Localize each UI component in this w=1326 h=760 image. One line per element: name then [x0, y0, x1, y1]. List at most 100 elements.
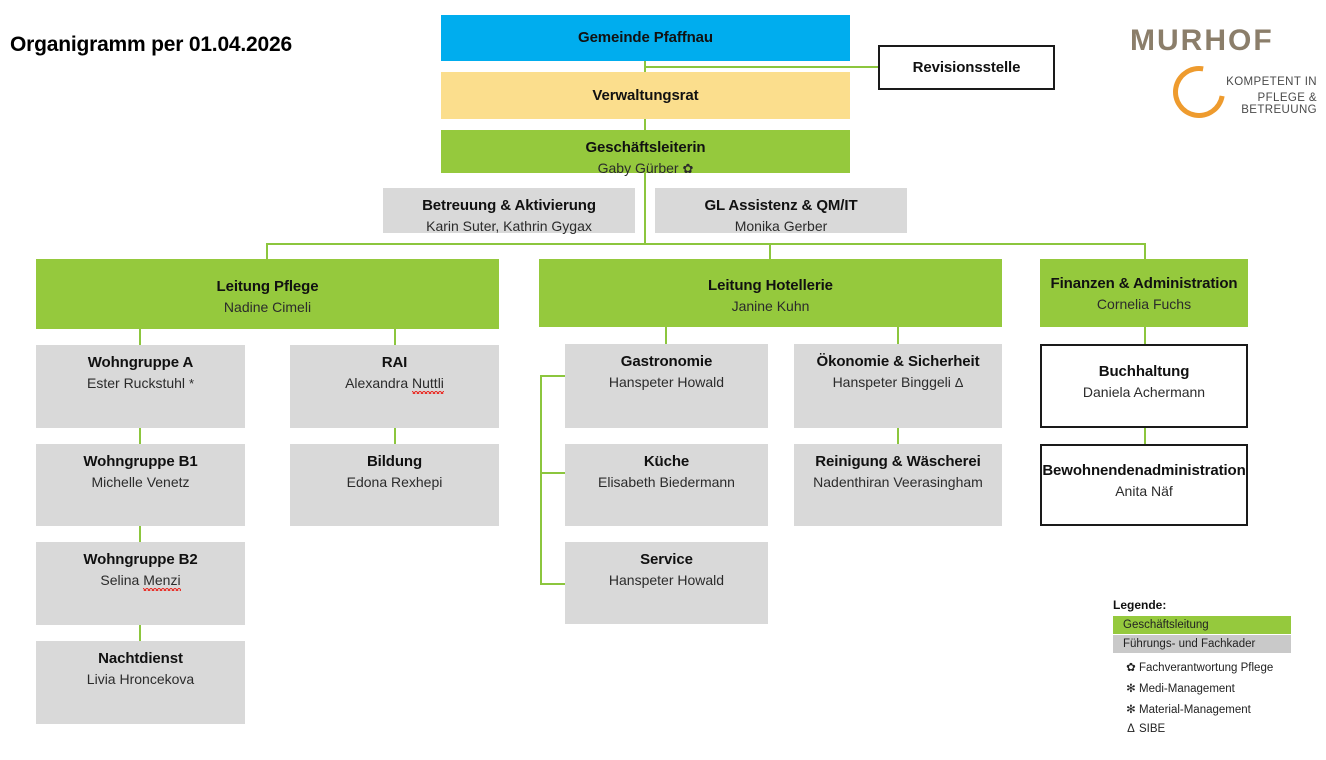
node-kueche[interactable]: Küche Elisabeth Biedermann [565, 444, 768, 526]
legend-mark-sibe: Δ SIBE [1113, 723, 1293, 735]
connector-hotellerie-oekonomie [897, 327, 899, 344]
node-title: Leitung Pflege [216, 278, 319, 295]
node-wohngruppe-a[interactable]: Wohngruppe A Ester Ruckstuhl * [36, 345, 245, 428]
legend-mark-medi-management: ✻ Medi-Management [1113, 681, 1293, 695]
node-title: Verwaltungsrat [592, 86, 699, 104]
node-person: Karin Suter, Kathrin Gygax [426, 217, 592, 234]
connector-stub-service [540, 583, 566, 585]
node-person: Hanspeter Howald [608, 571, 725, 588]
connector-wgb1-wgb2 [139, 526, 141, 542]
connector-revisionsstelle [644, 66, 880, 68]
node-person: Monika Gerber [734, 217, 828, 234]
node-person: Livia Hroncekova [86, 670, 195, 687]
connector-finanzen-buchhaltung [1144, 327, 1146, 344]
node-title: Ökonomie & Sicherheit [816, 353, 980, 370]
node-person: Hanspeter Binggeli Δ [833, 374, 964, 391]
connector-buchhaltung-bewohnenden [1144, 428, 1146, 444]
node-service[interactable]: Service Hanspeter Howald [565, 542, 768, 624]
node-title: Leitung Hotellerie [708, 277, 833, 294]
node-geschaeftsleiterin[interactable]: Geschäftsleiterin Gaby Gürber ✿ [441, 130, 850, 176]
node-gemeinde-pfaffnau[interactable]: Gemeinde Pfaffnau [441, 15, 850, 61]
node-verwaltungsrat[interactable]: Verwaltungsrat [441, 72, 850, 119]
node-person: Edona Rexhepi [346, 473, 443, 490]
node-title: Wohngruppe B2 [83, 551, 198, 568]
node-reinigung-waescherei[interactable]: Reinigung & Wäscherei Nadenthiran Veeras… [794, 444, 1002, 526]
connector-oekonomie-reinigung [897, 428, 899, 444]
delta-icon: Δ [954, 374, 964, 390]
node-person: Janine Kuhn [731, 297, 810, 314]
person-name: Gaby Gürber [597, 159, 679, 176]
legend-mark-label: Medi-Management [1139, 683, 1235, 695]
asterisk-icon: ✻ [1126, 683, 1136, 695]
logo-tagline-line2: PFLEGE & BETREUUNG [1241, 92, 1317, 116]
node-title: Service [640, 551, 693, 568]
node-person: Nadine Cimeli [223, 298, 312, 315]
node-title: Geschäftsleiterin [585, 139, 706, 156]
connector-drop-finanzen [1144, 243, 1146, 260]
flower-icon: ✿ [1126, 662, 1136, 674]
connector-distributor-bar [266, 243, 1146, 245]
node-title: Finanzen & Administration [1050, 275, 1238, 292]
node-oekonomie-sicherheit[interactable]: Ökonomie & Sicherheit Hanspeter Binggeli… [794, 344, 1002, 428]
connector-pflege-rai [394, 329, 396, 345]
legend: Legende: Geschäftsleitung Führungs- und … [1113, 598, 1293, 735]
connector-wga-wgb1 [139, 428, 141, 444]
node-person: Cornelia Fuchs [1096, 295, 1192, 312]
legend-mark-label: Material-Management [1139, 704, 1251, 716]
legend-mark-material-management: ✻ Material-Management [1113, 702, 1293, 716]
asterisk-icon: ✻ [1126, 704, 1136, 716]
node-title: Gastronomie [620, 353, 713, 370]
person-name: Selina [100, 571, 144, 588]
node-finanzen-administration[interactable]: Finanzen & Administration Cornelia Fuchs [1040, 259, 1248, 327]
node-title: Bildung [366, 453, 423, 470]
node-bildung[interactable]: Bildung Edona Rexhepi [290, 444, 499, 526]
connector-pflege-wga [139, 329, 141, 345]
connector-hotellerie-gastronomie [665, 327, 667, 344]
node-person: Daniela Achermann [1082, 383, 1206, 400]
delta-icon: Δ [1127, 723, 1135, 735]
legend-mark-fachverantwortung-pflege: ✿ Fachverantwortung Pflege [1113, 660, 1293, 674]
connector-wgb2-nachtdienst [139, 625, 141, 641]
node-title: Wohngruppe B1 [83, 453, 198, 470]
node-person: Alexandra Nuttli [345, 374, 444, 394]
node-revisionsstelle[interactable]: Revisionsstelle [878, 45, 1055, 90]
logo-tagline-line1: KOMPETENT IN [1226, 76, 1317, 88]
node-betreuung-aktivierung[interactable]: Betreuung & Aktivierung Karin Suter, Kat… [383, 188, 635, 234]
node-title: Betreuung & Aktivierung [422, 197, 596, 214]
murhof-logo: MURHOF KOMPETENT IN PFLEGE & BETREUUNG [1125, 18, 1320, 129]
node-person: Michelle Venetz [91, 473, 190, 490]
node-wohngruppe-b2[interactable]: Wohngruppe B2 Selina Menzi [36, 542, 245, 625]
node-title: Wohngruppe A [87, 354, 194, 371]
node-title: GL Assistenz & QM/IT [704, 197, 858, 214]
connector-stub-kueche [540, 472, 566, 474]
node-nachtdienst[interactable]: Nachtdienst Livia Hroncekova [36, 641, 245, 724]
node-person: Nadenthiran Veerasingham [813, 473, 983, 490]
node-gl-assistenz-qm-it[interactable]: GL Assistenz & QM/IT Monika Gerber [655, 188, 907, 234]
logo-wordmark: MURHOF [1130, 24, 1274, 57]
asterisk-icon: * [188, 375, 194, 391]
node-leitung-pflege[interactable]: Leitung Pflege Nadine Cimeli [36, 259, 499, 329]
node-rai[interactable]: RAI Alexandra Nuttli [290, 345, 499, 428]
node-title: Buchhaltung [1098, 363, 1190, 380]
node-title: Küche [643, 453, 690, 470]
node-person: Hanspeter Howald [608, 373, 725, 390]
person-name: Alexandra [345, 374, 413, 391]
node-gastronomie[interactable]: Gastronomie Hanspeter Howald [565, 344, 768, 428]
legend-title: Legende: [1113, 598, 1167, 612]
legend-mark-label: Fachverantwortung Pflege [1139, 662, 1274, 674]
node-title: RAI [381, 354, 408, 371]
node-leitung-hotellerie[interactable]: Leitung Hotellerie Janine Kuhn [539, 259, 1002, 327]
page-title: Organigramm per 01.04.2026 [10, 33, 292, 56]
node-person: Anita Näf [1115, 482, 1173, 499]
node-bewohnendenadministration[interactable]: Bewohnendenadministration Anita Näf [1040, 444, 1248, 526]
node-title: Gemeinde Pfaffnau [578, 29, 713, 47]
node-title: Revisionsstelle [912, 58, 1021, 76]
node-wohngruppe-b1[interactable]: Wohngruppe B1 Michelle Venetz [36, 444, 245, 526]
node-person: Selina Menzi [100, 571, 181, 591]
connector-stub-gastronomie [540, 375, 566, 377]
legend-mark-label: SIBE [1139, 723, 1166, 735]
node-buchhaltung[interactable]: Buchhaltung Daniela Achermann [1040, 344, 1248, 428]
flower-icon: ✿ [682, 160, 694, 176]
node-person: Elisabeth Biedermann [598, 473, 735, 490]
